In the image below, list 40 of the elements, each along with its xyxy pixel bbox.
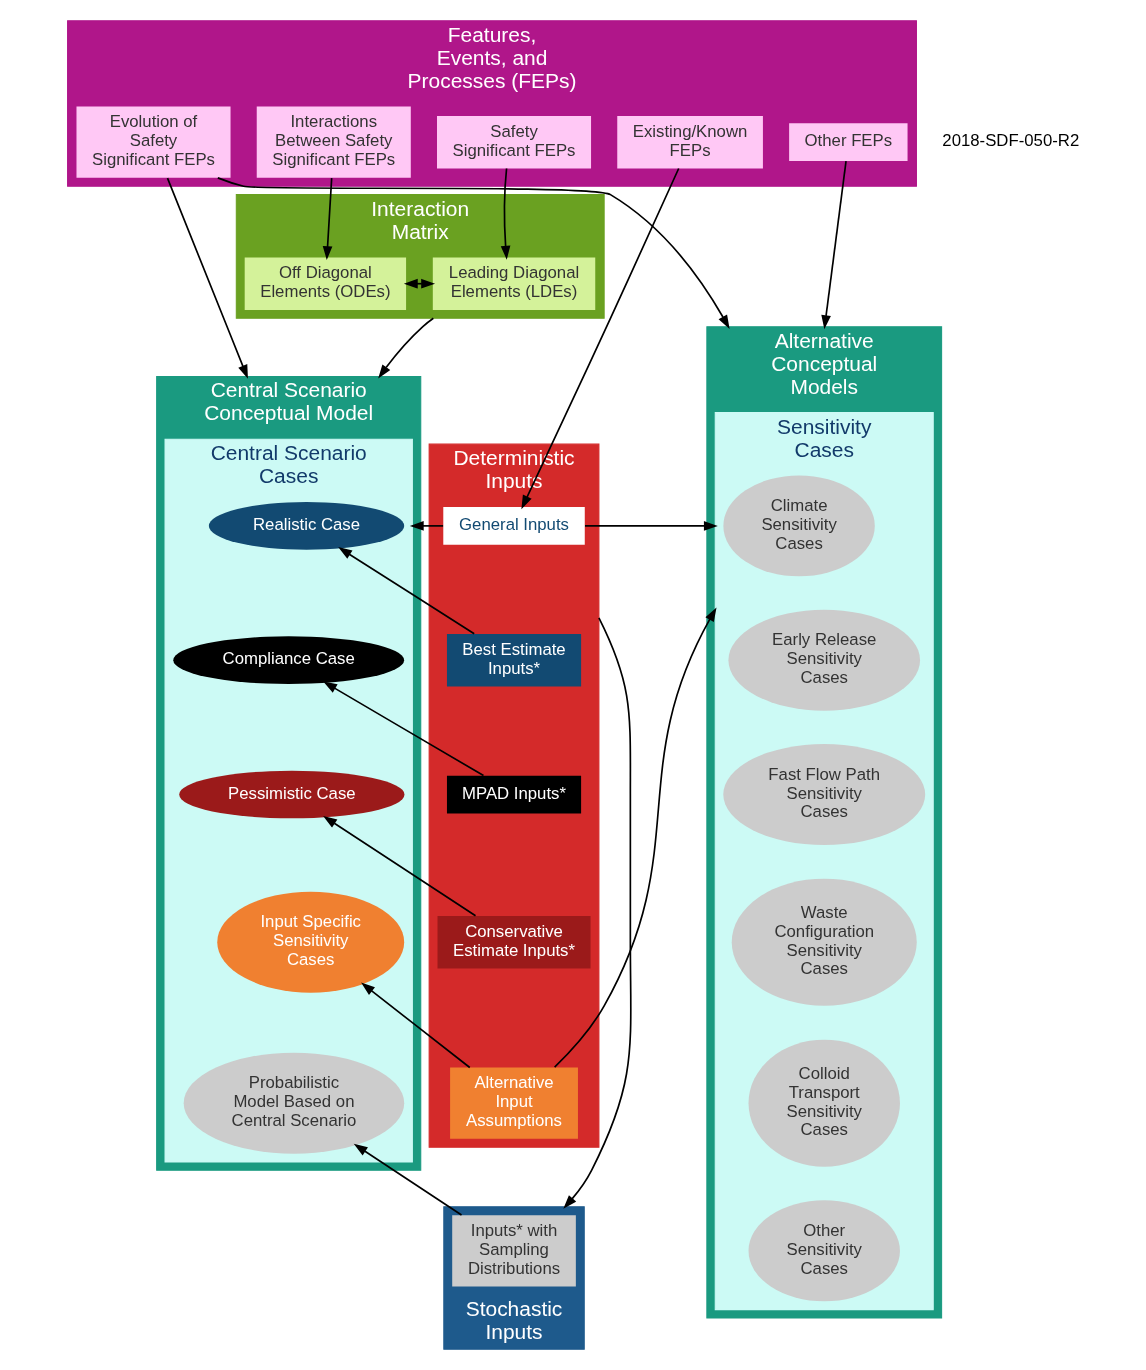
node-box: Interactions Between Safety Significant FEPs [256,106,411,178]
arrow [360,982,471,1069]
node-box: Inputs* with Sampling Distributions [451,1215,576,1287]
node-box: Safety Significant FEPs [436,116,591,169]
arrow [403,278,435,289]
arrow [409,521,444,531]
node-box: Conservative Estimate Inputs* [437,915,591,969]
node-box: Other FEPs [788,123,908,162]
arrow [216,177,730,329]
arrow [553,607,716,1068]
node-box: Alternative Input Assumptions [449,1067,578,1139]
label: 2018-SDF-050-R2 [941,131,1079,151]
node-box: Off Diagonal Elements (ODEs) [244,257,406,310]
arrow [337,547,475,635]
arrow [500,167,510,260]
node-ellipse: Colloid Transport Sensitivity Cases [748,1039,900,1167]
arrow [353,1143,462,1216]
node-box: Leading Diagonal Elements (LDEs) [432,257,595,310]
arrow [377,317,434,379]
node-ellipse: Other Sensitivity Cases [748,1200,900,1302]
arrow [166,177,248,379]
node-box: Existing/Known FEPs [616,116,763,169]
arrow [322,815,476,917]
arrow [562,617,632,1209]
arrow [583,521,718,531]
arrow [322,681,484,777]
node-box: Evolution of Safety Significant FEPs [76,106,231,178]
node-ellipse: Early Release Sensitivity Cases [727,609,920,711]
node-box: Best Estimate Inputs* [446,634,581,687]
node-box: General Inputs [442,507,585,545]
node-ellipse: Fast Flow Path Sensitivity Cases [722,744,925,845]
node-ellipse: Compliance Case [172,636,404,685]
node-ellipse: Pessimistic Case [178,770,404,819]
node-ellipse: Waste Configuration Sensitivity Cases [731,878,917,1006]
arrow [820,160,847,330]
node-ellipse: Realistic Case [208,502,404,550]
arrow [520,167,680,510]
node-box: MPAD Inputs* [446,775,581,814]
arrow [322,177,332,261]
node-ellipse: Climate Sensitivity Cases [722,475,875,577]
